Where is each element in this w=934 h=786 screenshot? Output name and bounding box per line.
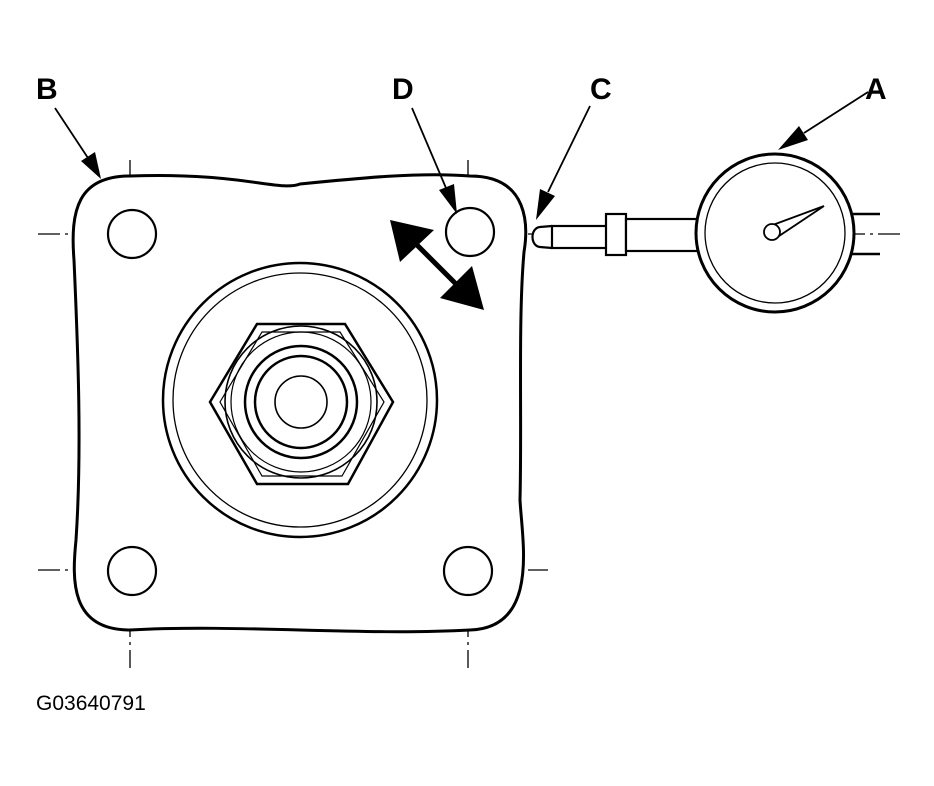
dial-indicator (531, 152, 880, 314)
rotation-direction-arrow (390, 220, 484, 310)
dial-indicator-collar (604, 212, 628, 257)
leader-b-arrowhead (81, 152, 101, 179)
callout-a: A (865, 73, 887, 106)
bolt-holes (106, 206, 496, 597)
leader-a (803, 91, 869, 134)
leader-c-arrowhead (536, 189, 555, 220)
callout-b: B (36, 73, 58, 106)
dial-indicator-plunger-tip (531, 224, 553, 250)
bolt-hole-bottom-right (442, 545, 494, 597)
bolt-hole-top-left (106, 208, 158, 260)
leader-a-arrowhead (778, 126, 808, 150)
rotation-arrowhead-upper (390, 220, 434, 262)
figure-id: G03640791 (36, 692, 146, 715)
bolt-hole-top-right (444, 206, 496, 258)
rotation-arrow-shaft (410, 238, 464, 292)
leader-c (547, 105, 591, 193)
spindle-center (274, 375, 328, 429)
callout-d: D (392, 73, 414, 106)
leader-arrows (54, 91, 869, 220)
leader-d-arrowhead (439, 184, 457, 214)
spindle-nut (208, 322, 395, 486)
hex-nut-chamfer (219, 331, 385, 477)
bolt-hole-bottom-left (106, 545, 158, 597)
spindle-ring-outer (243, 344, 359, 460)
spindle-ring-inner (253, 354, 349, 450)
hub-inner-ring (172, 272, 428, 528)
nut-washer-inner (230, 331, 372, 473)
dial-indicator-sleeve (624, 217, 706, 253)
dial-indicator-stem (550, 224, 609, 250)
rotation-arrowhead-lower (440, 266, 484, 310)
callout-c: C (590, 73, 612, 106)
nut-washer-outer (224, 325, 378, 479)
leader-d (411, 107, 447, 189)
dial-gauge-pivot (763, 223, 781, 241)
leader-b (54, 107, 89, 159)
